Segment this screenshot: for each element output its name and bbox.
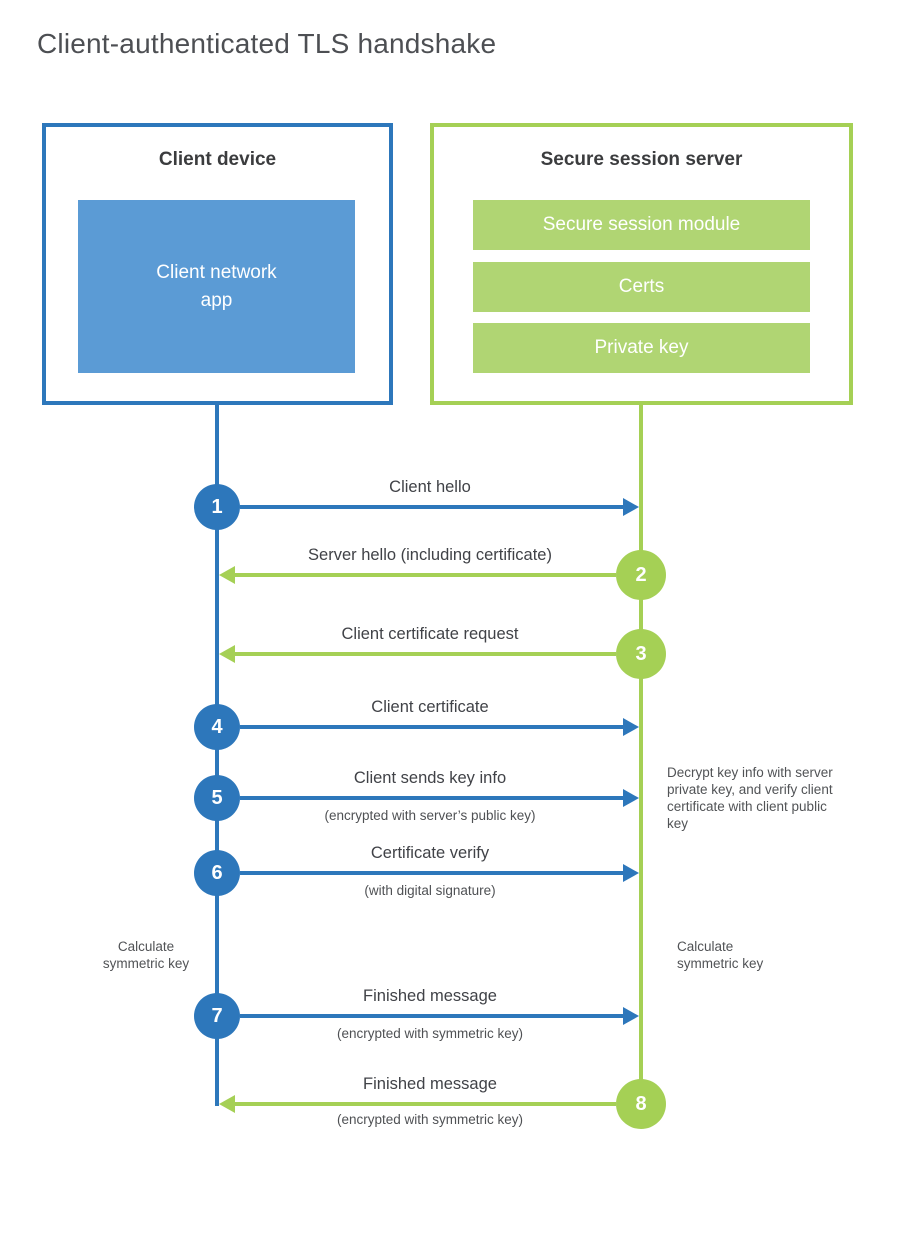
server-module-secure-session: Secure session module xyxy=(473,200,810,250)
step-circle: 1 xyxy=(194,484,240,530)
secure-session-server-title: Secure session server xyxy=(540,149,743,170)
message-label: Finished message xyxy=(363,987,497,1005)
arrowhead-right-icon xyxy=(623,498,639,516)
client-device-box: Client device Client network app xyxy=(42,123,393,405)
step-circle: 2 xyxy=(616,550,666,600)
message-label: Client certificate request xyxy=(341,625,519,643)
arrow-client-to-server xyxy=(240,871,623,875)
message-sublabel: (encrypted with symmetric key) xyxy=(336,1026,524,1041)
step-circle: 8 xyxy=(616,1079,666,1129)
arrow-client-to-server xyxy=(240,505,623,509)
step-circle: 3 xyxy=(616,629,666,679)
arrow-client-to-server xyxy=(240,796,623,800)
client-device-title: Client device xyxy=(158,149,277,170)
server-module-private-key: Private key xyxy=(473,323,810,373)
note-calculate-symmetric-key-server: Calculate symmetric key xyxy=(677,939,764,971)
arrow-server-to-client xyxy=(235,652,616,656)
client-network-app-box: Client network app xyxy=(78,200,355,373)
note-decrypt-key-info: Decrypt key info with server private key… xyxy=(667,765,833,831)
step-circle: 6 xyxy=(194,850,240,896)
arrowhead-left-icon xyxy=(219,1095,235,1113)
message-sublabel: (encrypted with symmetric key) xyxy=(336,1112,524,1127)
arrow-client-to-server xyxy=(240,1014,623,1018)
arrow-client-to-server xyxy=(240,725,623,729)
message-label: Server hello (including certificate) xyxy=(308,546,552,564)
arrowhead-right-icon xyxy=(623,864,639,882)
arrow-server-to-client xyxy=(235,1102,616,1106)
step-circle: 4 xyxy=(194,704,240,750)
client-network-app-label: Client network app xyxy=(156,261,277,311)
message-label: Certificate verify xyxy=(370,844,490,862)
message-label: Finished message xyxy=(363,1075,497,1093)
message-label: Client certificate xyxy=(371,698,489,716)
server-module-certs: Certs xyxy=(473,262,810,312)
arrowhead-left-icon xyxy=(219,645,235,663)
arrowhead-right-icon xyxy=(623,789,639,807)
step-circle: 5 xyxy=(194,775,240,821)
client-lifeline xyxy=(215,405,219,1106)
message-label: Client hello xyxy=(389,478,471,496)
message-sublabel: (with digital signature) xyxy=(364,883,496,898)
step-circle: 7 xyxy=(194,993,240,1039)
note-calculate-symmetric-key-client: Calculate symmetric key xyxy=(102,939,190,971)
secure-session-server-box: Secure session server Secure session mod… xyxy=(430,123,853,405)
arrowhead-right-icon xyxy=(623,718,639,736)
message-label: Client sends key info xyxy=(353,769,507,787)
server-lifeline xyxy=(639,405,643,1104)
arrowhead-left-icon xyxy=(219,566,235,584)
arrow-server-to-client xyxy=(235,573,616,577)
arrowhead-right-icon xyxy=(623,1007,639,1025)
page-title: Client-authenticated TLS handshake xyxy=(37,28,497,59)
message-sublabel: (encrypted with server’s public key) xyxy=(324,808,536,823)
